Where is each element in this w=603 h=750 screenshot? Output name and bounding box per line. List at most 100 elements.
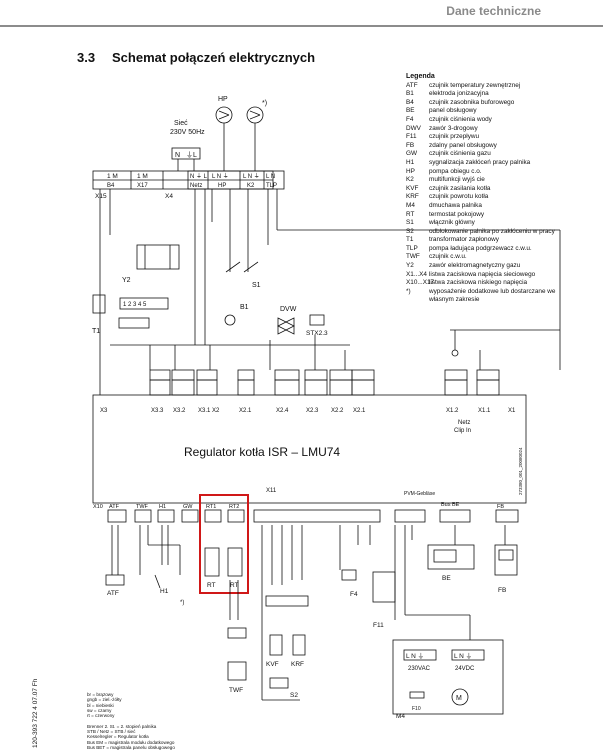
legend-desc: czujnik ciśnienia wody xyxy=(429,115,492,123)
legend-desc: czujnik ciśnienia gazu xyxy=(429,150,491,158)
mains-voltage: 230V 50Hz xyxy=(170,129,205,136)
upper-connector-label: X3.1 xyxy=(198,408,211,414)
legend-desc: czujnik zasobnika buforowego xyxy=(429,98,515,106)
lower-connector-label: H1 xyxy=(159,504,166,510)
lower-connector-label: TWF xyxy=(136,504,149,510)
note-line: gngb = ziel.-żółty xyxy=(87,697,122,703)
lower-connector-block xyxy=(227,509,245,523)
rt-a-label: RT xyxy=(207,582,216,589)
upper-connector-block xyxy=(237,369,255,381)
pvm-connector xyxy=(394,509,426,523)
upper-connector-label: X3.3 xyxy=(151,408,164,414)
legend-code: X1...X4 xyxy=(406,270,427,278)
hp-label: HP xyxy=(218,96,228,103)
upper-connector-label: X2 xyxy=(212,408,220,414)
legend-code: B1 xyxy=(406,90,414,98)
v24-label: 24VDC xyxy=(455,666,475,672)
lower-connector-label: FB xyxy=(497,504,504,510)
note-line: bl = niebieski xyxy=(87,702,114,708)
upper-connector-label: X1.2 xyxy=(446,408,459,414)
top-term-b4: B4 xyxy=(107,183,115,189)
b1-electrode xyxy=(224,314,236,326)
legend-code: S2 xyxy=(406,227,414,235)
legend-code: RT xyxy=(406,210,415,218)
legend-code: ATF xyxy=(406,81,418,89)
legend-title: Legenda xyxy=(406,73,435,80)
header-rule xyxy=(0,25,603,27)
top-term-tlp: TLP xyxy=(266,183,277,189)
top-term-x17: X17 xyxy=(137,183,148,189)
note-line: br = brązowy xyxy=(87,692,114,697)
upper-connector-block xyxy=(329,369,353,381)
svg-text:1 M: 1 M xyxy=(137,173,148,180)
dvw-label: DVW xyxy=(280,306,297,313)
x11-connector xyxy=(253,509,381,523)
lower-connector-label: X10 xyxy=(93,504,103,510)
kvf-sensor xyxy=(269,634,283,656)
upper-connector-socket xyxy=(476,379,500,396)
f11-label: F11 xyxy=(373,622,384,629)
legend-desc: pompa ładująca podgrzewacz c.w.u. xyxy=(429,244,532,252)
b1-label: B1 xyxy=(240,304,249,311)
section-title: Schemat połączeń elektrycznych xyxy=(112,50,316,65)
upper-connector-block xyxy=(351,369,375,381)
svg-text:N: N xyxy=(175,152,180,159)
upper-connector-socket xyxy=(171,379,195,396)
upper-connector-label: X2.2 xyxy=(331,408,344,414)
be-label: BE xyxy=(442,575,451,582)
upper-connector-label: X2.1 xyxy=(239,408,252,414)
legend-code: F11 xyxy=(406,133,417,141)
legend-code: KVF xyxy=(406,184,419,192)
v230-label: 230VAC xyxy=(408,666,431,672)
legend-code: T1 xyxy=(406,236,414,244)
f11-sensor xyxy=(372,571,396,603)
m4-fan-box xyxy=(392,639,504,715)
legend-item: *)wyposażenie dodatkowe lub dostarczane … xyxy=(406,288,556,305)
twf-label: TWF xyxy=(229,687,243,694)
legend-desc: transformator zapłonowy xyxy=(429,236,499,244)
upper-connector-socket xyxy=(149,379,171,396)
lower-connector-label: RT2 xyxy=(229,504,239,510)
h1-label: H1 xyxy=(160,588,169,595)
svg-text:L N ⏚: L N ⏚ xyxy=(406,652,424,660)
top-term-k2: K2 xyxy=(247,183,255,189)
lower-connector-block xyxy=(134,509,152,523)
lower-connector-label: RT1 xyxy=(206,504,216,510)
upper-connector-block xyxy=(444,369,468,381)
s1-label: S1 xyxy=(252,282,261,289)
legend-code: FB xyxy=(406,141,415,149)
legend-code: Y2 xyxy=(406,262,414,270)
svg-text:L N: L N xyxy=(266,174,275,180)
upper-connector-label: X3.2 xyxy=(173,408,186,414)
mains-label: Sieć xyxy=(174,120,188,127)
legend-code: KRF xyxy=(406,193,419,201)
note-line: sw = czarny xyxy=(87,707,112,713)
note-line: Bus BET = magistrala panelu obsługowego xyxy=(87,744,175,750)
y2-label: Y2 xyxy=(122,277,131,284)
legend-code: M4 xyxy=(406,201,415,209)
lower-connector-block xyxy=(495,509,519,523)
y2-terminal xyxy=(119,297,169,310)
lower-connector-block xyxy=(181,509,199,523)
legend-desc: czujnik zasilania kotła xyxy=(429,184,491,192)
svg-text:1 2 3 4 5: 1 2 3 4 5 xyxy=(123,302,147,308)
legend-desc: włącznik główny xyxy=(429,219,475,227)
legend-item: KVF czujnik zasilania kotła xyxy=(406,185,556,194)
fb-panel xyxy=(494,544,518,576)
rt1-thermostat xyxy=(204,547,220,577)
m4-label: M4 xyxy=(396,713,405,720)
svg-text:1 M: 1 M xyxy=(107,173,118,180)
